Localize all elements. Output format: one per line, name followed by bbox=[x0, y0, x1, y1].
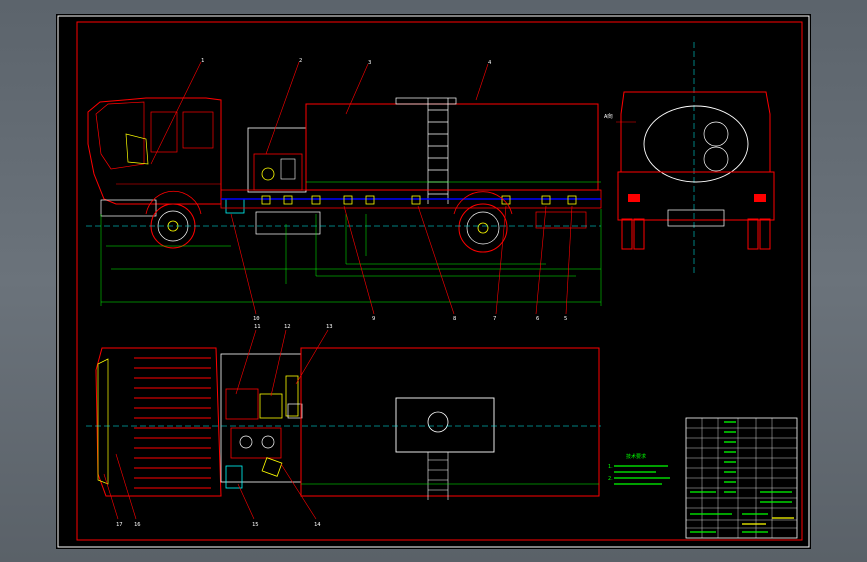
cab-outline bbox=[87, 97, 222, 205]
tank-body bbox=[305, 103, 599, 191]
tank-cross-section bbox=[643, 105, 749, 183]
callout-3: 3 bbox=[368, 60, 371, 66]
pipe-vertical bbox=[285, 375, 299, 417]
cab-rear-window bbox=[182, 111, 214, 149]
callout-17: 17 bbox=[116, 522, 123, 528]
callout-11: 11 bbox=[254, 324, 261, 330]
callout-1: 1 bbox=[201, 58, 204, 64]
plan-leader-lines bbox=[103, 329, 329, 520]
front-bumper-top bbox=[97, 358, 109, 485]
callout-4: 4 bbox=[488, 60, 492, 66]
pump-motor bbox=[280, 158, 296, 180]
callout-15: 15 bbox=[252, 522, 259, 528]
rear-wheel bbox=[458, 203, 508, 253]
drawing-sheet: 1 2 3 4 5 6 7 8 9 10 A向 bbox=[56, 14, 811, 549]
pump-top-b bbox=[259, 393, 283, 419]
ladder bbox=[427, 98, 449, 204]
callout-2: 2 bbox=[299, 58, 302, 64]
outer-border bbox=[57, 15, 810, 548]
title-block-highlight-strokes bbox=[742, 517, 794, 525]
technical-notes: 技术要求 1. 2. bbox=[608, 453, 670, 485]
front-fender bbox=[145, 190, 202, 215]
rear-coupling bbox=[225, 198, 245, 214]
notes-title: 技术要求 bbox=[626, 453, 646, 460]
callout-10: 10 bbox=[253, 316, 260, 322]
cab-vents bbox=[134, 357, 211, 489]
fuel-tank bbox=[255, 211, 321, 235]
manhole bbox=[395, 97, 457, 105]
pump-top-a bbox=[225, 388, 259, 420]
pump-compartment bbox=[247, 127, 307, 193]
callout-14: 14 bbox=[314, 522, 321, 528]
cab-mirror bbox=[125, 133, 149, 165]
rear-cab-outline bbox=[620, 91, 771, 173]
rear-body bbox=[617, 171, 775, 221]
rear-wheel-rim bbox=[466, 211, 500, 245]
rear-bumper bbox=[667, 209, 725, 227]
pump-flange-b bbox=[261, 435, 275, 449]
manhole-platform bbox=[395, 397, 495, 453]
callout-7: 7 bbox=[493, 316, 496, 322]
cab-top-outline bbox=[95, 347, 222, 497]
title-block-text-strokes bbox=[690, 421, 792, 533]
pump-flange-a bbox=[239, 435, 253, 449]
notes-line-1: 1. bbox=[608, 464, 613, 470]
rear-light-upper bbox=[703, 121, 729, 147]
valve-box bbox=[287, 403, 303, 419]
callout-9: 9 bbox=[372, 316, 375, 322]
callout-6: 6 bbox=[536, 316, 539, 322]
coupling-top bbox=[225, 465, 243, 489]
callout-8: 8 bbox=[453, 316, 456, 322]
ladder-top bbox=[427, 452, 449, 500]
pump-top-c bbox=[230, 427, 282, 459]
mounting-brackets bbox=[261, 195, 577, 205]
tank-top bbox=[300, 347, 600, 497]
manhole-cover bbox=[427, 411, 449, 433]
pump-flange bbox=[261, 167, 275, 181]
leader-lines bbox=[150, 61, 573, 315]
title-block bbox=[685, 417, 798, 539]
rear-view-label: A向 bbox=[604, 112, 613, 120]
tail-lamp-right bbox=[754, 194, 766, 202]
front-bumper bbox=[100, 199, 157, 217]
plan-view: 11 12 13 14 15 16 17 bbox=[86, 324, 601, 528]
cab-window bbox=[95, 101, 145, 170]
dimension-lines bbox=[100, 209, 602, 306]
rear-view: A向 bbox=[604, 42, 775, 276]
cab-door-window bbox=[150, 111, 178, 153]
rear-fender bbox=[453, 191, 513, 215]
rear-wheel-hub bbox=[477, 222, 489, 234]
tail-lamp-left bbox=[628, 194, 640, 202]
cad-drawing: 1 2 3 4 5 6 7 8 9 10 A向 bbox=[57, 15, 810, 548]
notes-line-2: 2. bbox=[608, 476, 613, 482]
rear-light-lower bbox=[703, 146, 729, 172]
callout-16: 16 bbox=[134, 522, 141, 528]
inner-border bbox=[76, 21, 803, 541]
tool-box bbox=[535, 211, 587, 229]
callout-5: 5 bbox=[564, 316, 567, 322]
strainer bbox=[261, 457, 283, 477]
rear-tires bbox=[621, 218, 771, 250]
title-block-grid bbox=[686, 418, 797, 538]
callout-12: 12 bbox=[284, 324, 291, 330]
callout-13: 13 bbox=[326, 324, 333, 330]
side-view: 1 2 3 4 5 6 7 8 9 10 bbox=[86, 58, 602, 322]
